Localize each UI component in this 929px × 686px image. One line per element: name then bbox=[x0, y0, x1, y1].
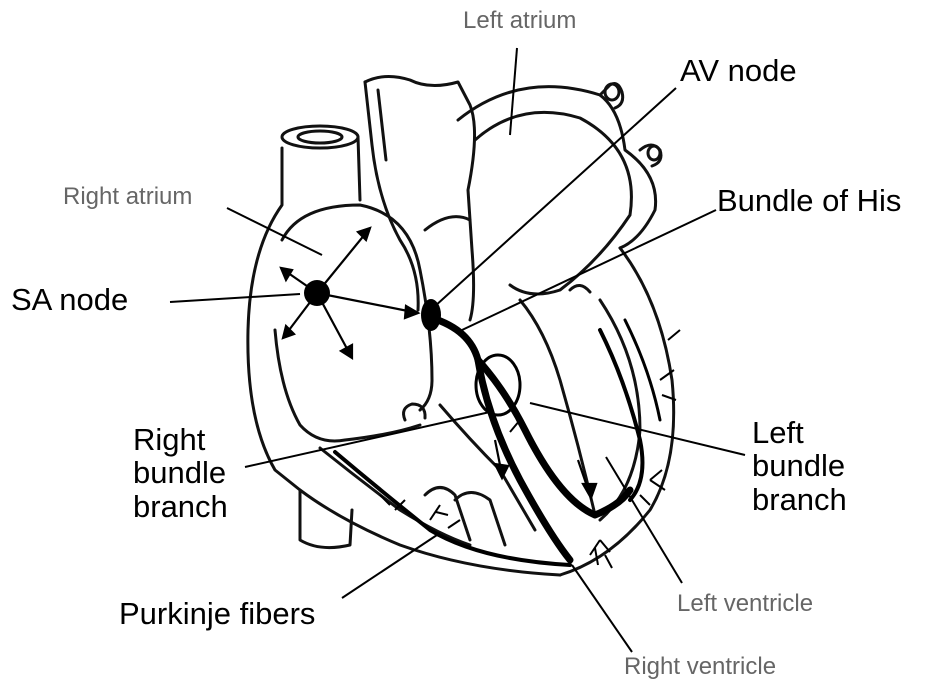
right-ventricle-wall bbox=[300, 490, 560, 575]
label-left-ventricle: Left ventricle bbox=[677, 591, 813, 617]
label-right-bundle-branch: Right bundle branch bbox=[133, 423, 228, 523]
label-av-node: AV node bbox=[680, 54, 797, 87]
label-right-ventricle: Right ventricle bbox=[624, 654, 776, 680]
label-right-atrium: Right atrium bbox=[63, 184, 192, 210]
sa-node-arrows bbox=[281, 228, 418, 358]
left-bundle-branch-line-2: bundle bbox=[752, 449, 847, 482]
label-purkinje-fibers: Purkinje fibers bbox=[119, 597, 315, 630]
label-left-bundle-branch: Left bundle branch bbox=[752, 416, 847, 516]
purkinje-fibers-twigs bbox=[380, 330, 680, 568]
left-ventricle-wall bbox=[560, 248, 674, 575]
right-bundle-branch-line-1: Right bbox=[133, 423, 228, 456]
label-sa-node: SA node bbox=[11, 283, 128, 316]
left-bundle-branch-line-3: branch bbox=[752, 483, 847, 516]
vena-cava-opening bbox=[282, 126, 358, 148]
label-bundle-of-his: Bundle of His bbox=[717, 184, 901, 217]
right-bundle-branch-line-3: branch bbox=[133, 490, 228, 523]
right-bundle-branch-line-2: bundle bbox=[133, 456, 228, 489]
label-left-atrium: Left atrium bbox=[463, 8, 576, 34]
left-bundle-branch-line-1: Left bbox=[752, 416, 847, 449]
